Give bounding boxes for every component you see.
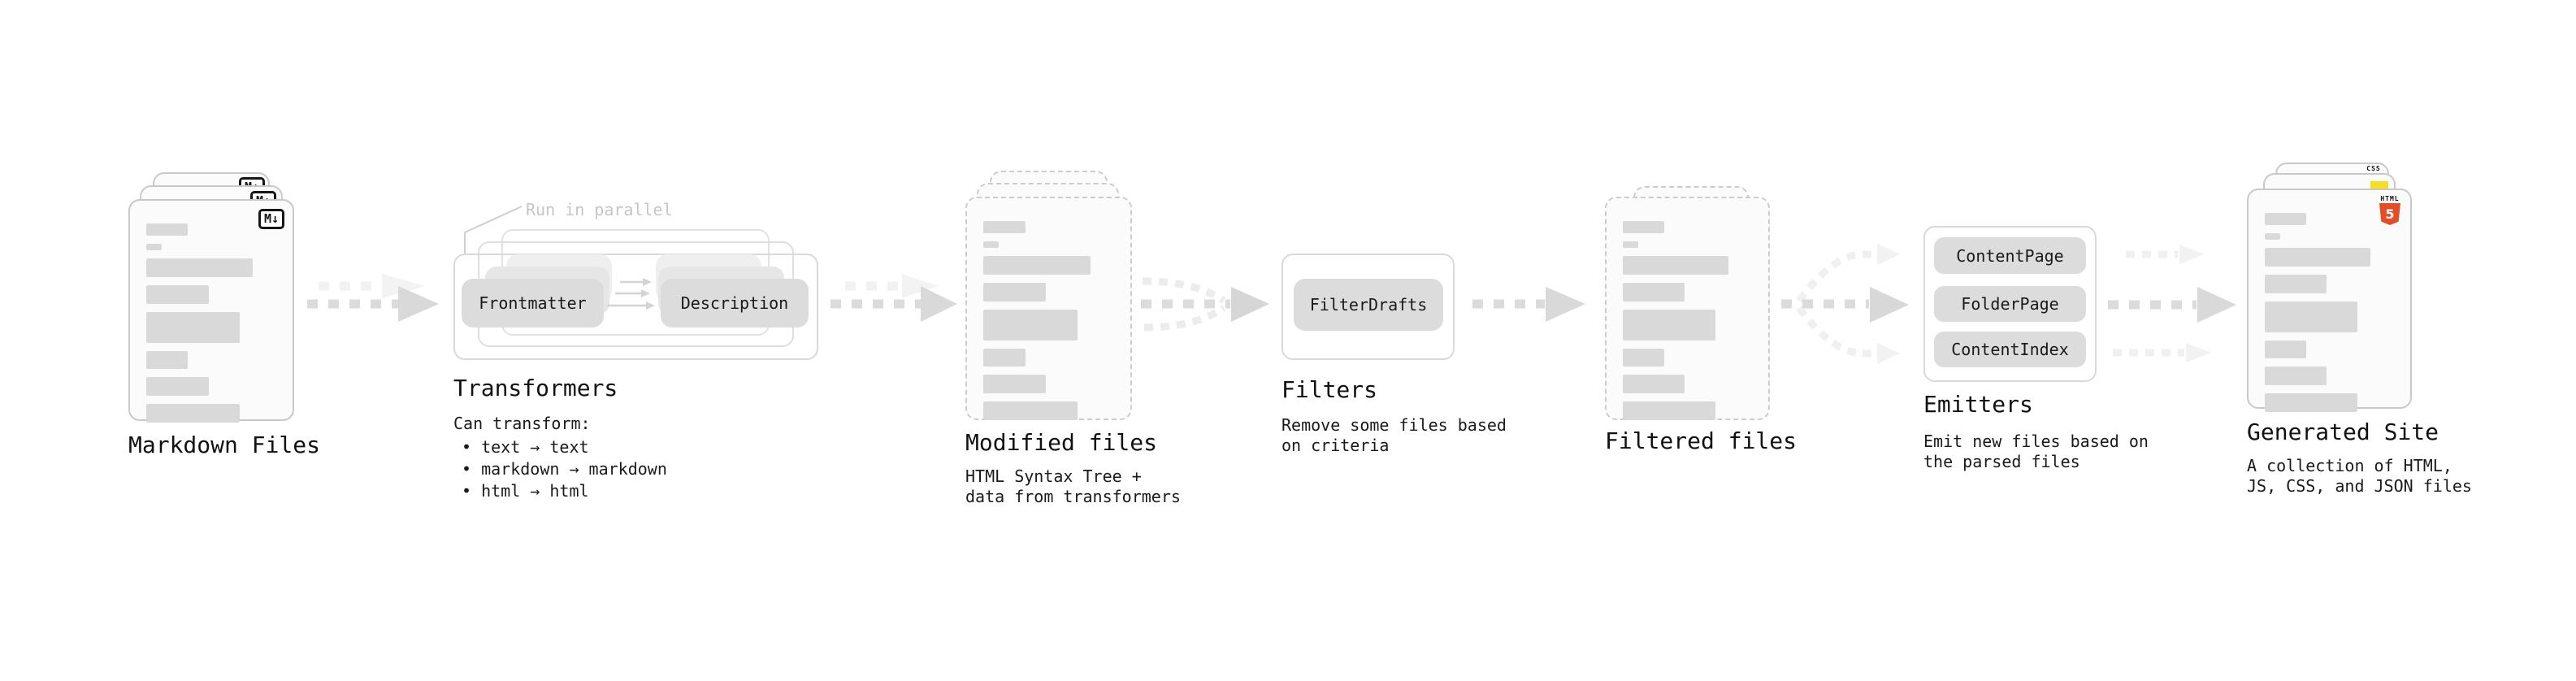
placeholder-bar: [1623, 349, 1664, 367]
arrow-merge-modified-to-filters: [1141, 277, 1269, 332]
arrow-markdown-to-transformers: [307, 274, 439, 322]
placeholder-bar: [983, 283, 1047, 301]
generated-site-desc: A collection of HTML, JS, CSS, and JSON …: [2247, 456, 2472, 496]
placeholder-bar: [1623, 375, 1685, 393]
placeholder-bar: [1623, 256, 1729, 275]
placeholder-bar: [1623, 401, 1716, 420]
capability-item: text → text: [462, 436, 667, 458]
placeholder-bar: [2265, 248, 2371, 267]
placeholder-bar: [983, 241, 1000, 248]
arrow-filters-to-filtered: [1472, 287, 1585, 322]
placeholder-bar: [146, 258, 254, 277]
modified-files-label: Modified files: [965, 429, 1158, 456]
placeholder-bar: [983, 349, 1026, 367]
text-placeholder-bars: [1623, 221, 1752, 420]
markdown-files-label: Markdown Files: [128, 432, 321, 458]
placeholder-bar: [983, 310, 1078, 340]
filters-desc: Remove some files based on criteria: [1281, 415, 1507, 455]
filtered-doc-front: [1605, 197, 1770, 420]
transformer-description-label: Description: [680, 293, 789, 313]
placeholder-bar: [2265, 301, 2358, 332]
run-in-parallel-note: Run in parallel: [526, 200, 673, 219]
html5-icon-word: HTML: [2380, 195, 2400, 202]
filtered-files-label: Filtered files: [1605, 427, 1798, 454]
placeholder-bar: [983, 375, 1047, 393]
parallel-arrows-icon: [607, 278, 655, 310]
modified-files-desc: HTML Syntax Tree + data from transformer…: [965, 466, 1181, 506]
placeholder-bar: [146, 223, 189, 236]
transformer-frontmatter-label: Frontmatter: [479, 293, 587, 313]
text-placeholder-bars: [146, 223, 276, 423]
generated-doc-html: HTML 5: [2247, 189, 2412, 412]
placeholder-bar: [146, 404, 241, 423]
placeholder-bar: [146, 377, 209, 396]
generated-site-label: Generated Site: [2247, 419, 2439, 445]
markdown-doc-front: M↓: [128, 199, 294, 423]
placeholder-bar: [1623, 310, 1716, 340]
arrow-emitters-to-generated: [2108, 245, 2236, 362]
placeholder-bar: [1623, 283, 1685, 301]
emitters-label: Emitters: [1923, 391, 2033, 418]
emitter-folderpage-label: FolderPage: [1961, 294, 2059, 314]
arrow-fanout-filtered-to-emitters: [1781, 244, 1909, 364]
capability-item: markdown → markdown: [462, 458, 667, 480]
emitter-folderpage: FolderPage: [1934, 286, 2086, 322]
transformers-capabilities: text → text markdown → markdown html → h…: [462, 436, 667, 502]
transformer-frontmatter: Frontmatter: [462, 279, 604, 327]
text-placeholder-bars: [983, 221, 1114, 420]
emitters-desc: Emit new files based on the parsed files: [1923, 432, 2149, 471]
emitter-contentpage-label: ContentPage: [1956, 245, 2064, 266]
emitter-contentindex-label: ContentIndex: [1951, 340, 2069, 359]
placeholder-bar: [983, 256, 1091, 275]
placeholder-bar: [146, 244, 163, 250]
transformers-desc-title: Can transform:: [453, 414, 591, 433]
html5-icon-shield: 5: [2379, 203, 2400, 225]
placeholder-bar: [146, 312, 241, 343]
emitter-contentindex: ContentIndex: [1934, 332, 2086, 367]
placeholder-bar: [1623, 241, 1639, 248]
placeholder-bar: [2265, 275, 2327, 293]
emitter-contentpage: ContentPage: [1934, 237, 2086, 274]
placeholder-bar: [983, 221, 1026, 233]
filter-filterdrafts-label: FilterDrafts: [1309, 295, 1428, 314]
html5-icon-number: 5: [2385, 206, 2395, 222]
transformer-description: Description: [661, 279, 809, 327]
placeholder-bar: [146, 351, 189, 369]
filters-label: Filters: [1281, 376, 1378, 403]
placeholder-bar: [983, 401, 1078, 420]
placeholder-bar: [2265, 367, 2327, 385]
css-icon-word: CSS: [2366, 165, 2381, 172]
placeholder-bar: [2265, 213, 2306, 225]
placeholder-bar: [1623, 221, 1664, 233]
placeholder-bar: [2265, 340, 2306, 358]
transformers-label: Transformers: [453, 375, 618, 401]
modified-doc-front: [965, 197, 1132, 420]
placeholder-bar: [2265, 233, 2281, 240]
html5-icon: HTML 5: [2378, 196, 2402, 225]
text-placeholder-bars: [2265, 213, 2394, 412]
placeholder-bar: [146, 285, 209, 304]
placeholder-bar: [2265, 393, 2358, 412]
transformers-box-front: [453, 254, 818, 360]
markdown-icon: M↓: [258, 209, 284, 229]
filter-filterdrafts: FilterDrafts: [1294, 279, 1443, 331]
callout-line: [464, 206, 523, 255]
arrow-transformers-to-modified: [830, 274, 957, 322]
capability-item: html → html: [462, 480, 667, 502]
